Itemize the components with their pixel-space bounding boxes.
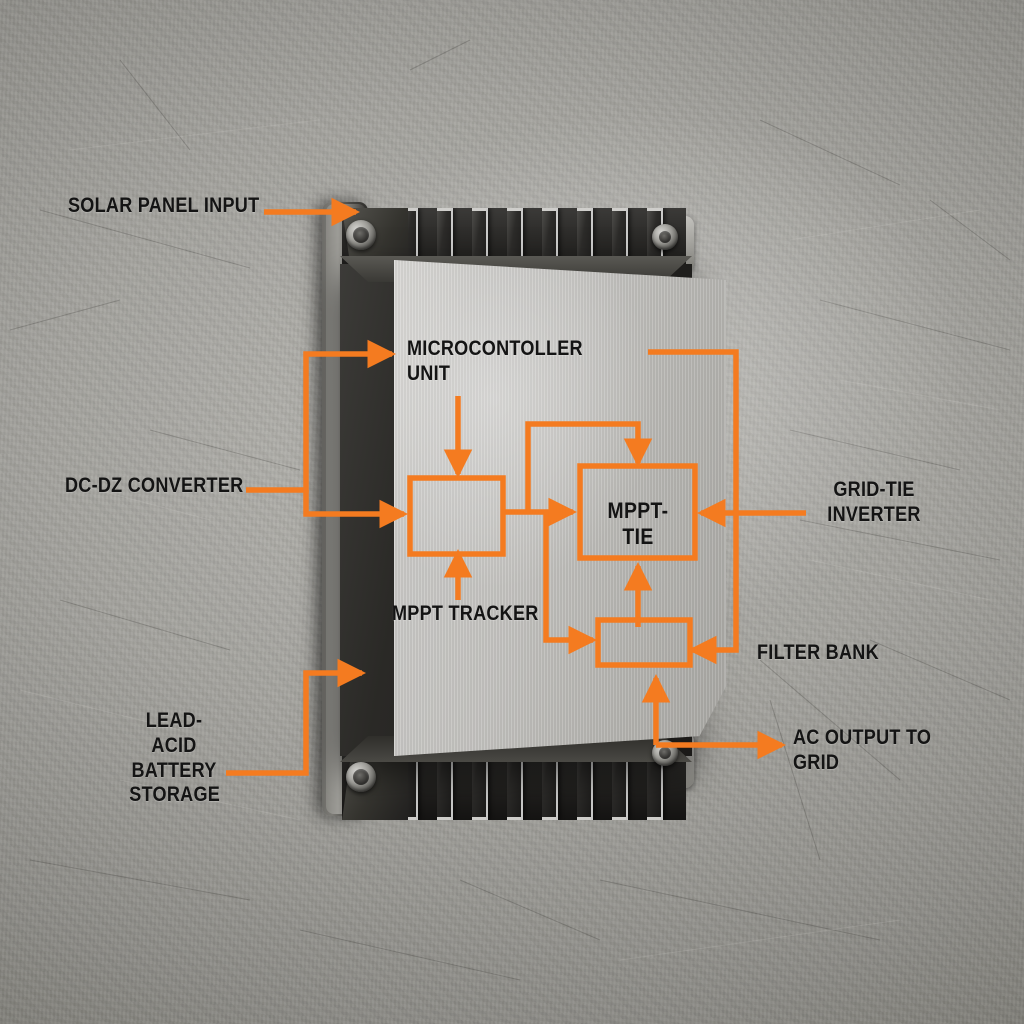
leader-filter-bank xyxy=(648,349,739,665)
leader-dc-dz-to-mcu-block xyxy=(303,490,409,529)
filter-block xyxy=(595,617,693,668)
label-mppt-tracker: MPPT TRACKER xyxy=(392,602,539,625)
mounting-screw xyxy=(346,762,376,792)
mcu-block xyxy=(407,475,506,557)
label-solar-panel-input: SOLAR PANEL INPUT xyxy=(68,194,260,217)
mppt-tie-block-label: MPPT-TIE xyxy=(607,498,669,549)
leader-battery-storage xyxy=(226,658,367,776)
label-filter-bank: FILTER BANK xyxy=(757,641,879,664)
arrow-feedback-to-mppt-tie-top xyxy=(525,421,653,512)
arrow-junction-to-filter-bank xyxy=(543,512,598,655)
mppt-tie-block xyxy=(577,463,698,561)
leader-dc-dz-to-mcu-label xyxy=(246,339,397,493)
mounting-screw xyxy=(652,224,678,250)
label-microcontroller-unit: MICROCONTOLLER UNIT xyxy=(407,337,583,385)
label-ac-output-to-grid: AC OUTPUT TO GRID xyxy=(793,726,932,774)
label-grid-tie-inverter: GRID-TIE INVERTER xyxy=(827,478,921,526)
label-lead-acid-battery-storage: LEAD-ACID BATTERY STORAGE xyxy=(129,709,221,807)
label-dc-dz-converter: DC-DZ CONVERTER xyxy=(65,474,244,497)
